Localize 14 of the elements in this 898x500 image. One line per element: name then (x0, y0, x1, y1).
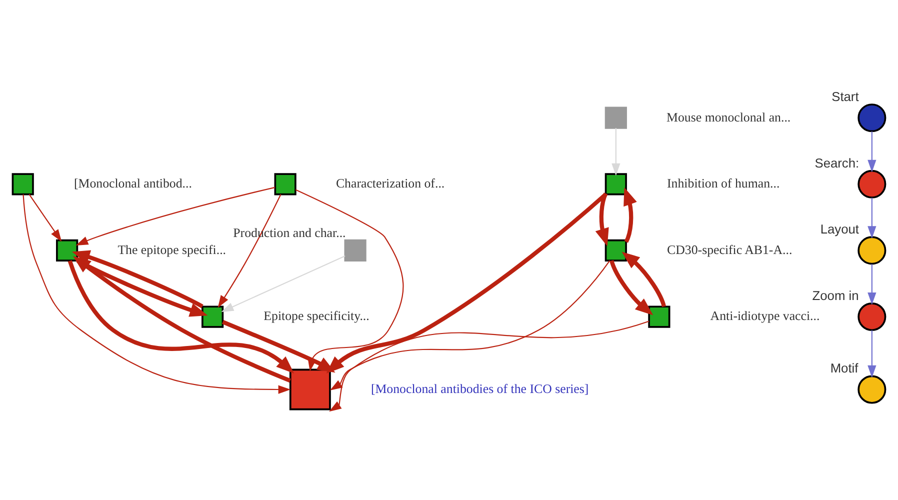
node-label: [Monoclonal antibodies of the ICO series] (370, 382, 589, 396)
node-label: Zoom in (812, 288, 859, 303)
node-label: CD30-specific AB1-A... (667, 242, 792, 257)
node-label: Mouse monoclonal an... (666, 110, 791, 124)
node-label: Characterization of... (336, 176, 445, 191)
node-label: Epitope specificity... (264, 309, 370, 324)
node-label: Anti-idiotype vacci... (710, 309, 820, 324)
node-label: [Monoclonal antibod... (74, 176, 192, 191)
node-label: Start (832, 89, 859, 104)
node-label: Inhibition of human... (667, 176, 780, 191)
node-label: Search: (814, 155, 860, 170)
node-label: Motif (830, 360, 858, 376)
node-label: Layout (820, 222, 860, 237)
node-label: The epitope specifi... (118, 242, 226, 257)
